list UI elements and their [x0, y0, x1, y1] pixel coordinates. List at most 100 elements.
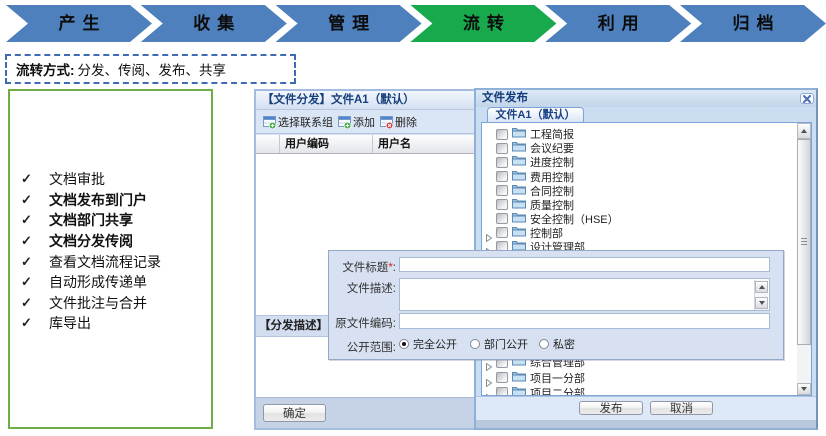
expand-arrow-icon[interactable]: [485, 358, 493, 372]
checkmark-icon: ✓: [21, 233, 32, 249]
tree-checkbox[interactable]: [496, 156, 508, 168]
radio-dot: [402, 342, 406, 346]
expand-spacer: [485, 158, 493, 166]
tree-item[interactable]: 进度控制: [482, 155, 792, 169]
file-description-textarea[interactable]: [399, 278, 770, 311]
tree-item[interactable]: 控制部: [482, 226, 792, 243]
process-step-shape-4[interactable]: [410, 5, 557, 42]
radio-label: 完全公开: [413, 339, 457, 351]
tree-item[interactable]: 项目一分部: [482, 370, 792, 388]
file-title-input[interactable]: [399, 257, 770, 272]
feature-item: ✓文档部门共享: [10, 210, 211, 231]
tree-item-label[interactable]: 项目一分部: [530, 372, 585, 385]
tree-item[interactable]: 费用控制: [482, 169, 792, 184]
expand-spacer: [485, 130, 493, 138]
textarea-scroll-up-button[interactable]: [755, 281, 768, 293]
scope-radio-2[interactable]: 部门公开: [470, 336, 528, 352]
delete-user-icon: [380, 115, 394, 129]
tree-checkbox[interactable]: [496, 372, 508, 384]
feature-text: 文档分发传阅: [49, 233, 133, 250]
tree-item[interactable]: 项目二分部: [482, 384, 792, 396]
checkmark-icon: ✓: [21, 294, 32, 310]
checkmark-icon: ✓: [21, 274, 32, 290]
tree-item-label[interactable]: 控制部: [530, 227, 563, 240]
folder-icon: [512, 182, 526, 200]
tree-checkbox[interactable]: [496, 227, 508, 239]
tree-item[interactable]: 会议纪要: [482, 141, 792, 155]
feature-text: 文档发布到门户: [49, 191, 147, 208]
scroll-up-button[interactable]: [797, 123, 811, 139]
scroll-thumb[interactable]: [797, 139, 811, 345]
confirm-button[interactable]: 确定: [263, 404, 326, 422]
radio-icon[interactable]: [470, 339, 480, 349]
process-step-label-5: 利用: [598, 13, 646, 33]
table-column-header[interactable]: [256, 135, 280, 153]
visibility-scope-label: 公开范围:: [329, 339, 396, 355]
tab-file-a1[interactable]: 文件A1（默认）: [487, 107, 584, 122]
publish-form-dialog: 文件标题*: 文件描述: 原文件编码: 公开范围: 完全公开 部门公开私密: [328, 250, 784, 360]
tree-item[interactable]: 安全控制（HSE）: [482, 212, 792, 226]
folder-icon: [512, 210, 526, 228]
scope-radio-3[interactable]: 私密: [539, 336, 575, 352]
tree-item-label[interactable]: 项目二分部: [530, 388, 585, 396]
process-step-shape-6[interactable]: [680, 5, 826, 42]
process-step-shape-1[interactable]: [6, 5, 152, 42]
tree-item[interactable]: 质量控制: [482, 198, 792, 212]
expand-arrow-icon[interactable]: [485, 229, 493, 243]
file-description-label-text: 文件描述: [346, 283, 393, 295]
feature-text: 文件批注与合并: [49, 294, 147, 311]
feature-item: ✓文档发布到门户: [10, 190, 211, 211]
add-button[interactable]: 添加: [338, 114, 375, 130]
feature-item: ✓ 文档分发传阅: [10, 231, 211, 252]
table-column-header[interactable]: 用户编码: [280, 135, 373, 153]
tree-checkbox[interactable]: [496, 128, 508, 140]
expand-spacer: [485, 187, 493, 195]
process-step-shape-3[interactable]: [275, 5, 422, 42]
tree-checkbox[interactable]: [496, 387, 508, 395]
tree-item-label[interactable]: 综合管理部: [530, 357, 585, 370]
expand-arrow-icon[interactable]: [485, 389, 493, 395]
delete-button[interactable]: 删除: [380, 114, 417, 130]
textarea-scroll-down-button[interactable]: [755, 297, 768, 309]
original-file-code-label: 原文件编码:: [329, 315, 396, 331]
arrow-up-icon: [758, 285, 765, 289]
tree-checkbox[interactable]: [496, 185, 508, 197]
tree-item[interactable]: 合同控制: [482, 182, 792, 200]
scope-radio-1[interactable]: 完全公开: [399, 336, 457, 352]
tree-item-label[interactable]: 质量控制: [530, 199, 574, 212]
close-button[interactable]: [800, 93, 814, 104]
process-step-shape-5[interactable]: [545, 5, 692, 42]
folder-icon: [512, 384, 526, 395]
radio-selected-icon[interactable]: [399, 339, 409, 349]
radio-icon[interactable]: [539, 339, 549, 349]
textarea-scrollbar[interactable]: [754, 280, 768, 310]
colon: :: [392, 318, 396, 330]
toolbar-button-label: 选择联系组: [278, 116, 333, 129]
tree-item-label[interactable]: 费用控制: [530, 171, 574, 184]
tree-item-label[interactable]: 会议纪要: [530, 143, 574, 156]
feature-item: ✓自动形成传递单: [10, 272, 211, 293]
tree-item-label[interactable]: 安全控制（HSE）: [530, 213, 619, 226]
tree-checkbox[interactable]: [496, 213, 508, 225]
folder-icon: [512, 238, 526, 256]
tree-checkbox[interactable]: [496, 142, 508, 154]
publish-button[interactable]: 发布: [579, 401, 643, 415]
original-file-code-input[interactable]: [399, 313, 770, 329]
tree-item-label[interactable]: 工程简报: [530, 129, 574, 142]
tree-checkbox[interactable]: [496, 199, 508, 211]
process-step-shape-2[interactable]: [140, 5, 287, 42]
file-title-label: 文件标题*:: [329, 259, 396, 275]
arrow-down-icon: [758, 301, 765, 305]
tree-checkbox[interactable]: [496, 170, 508, 182]
tree-scrollbar[interactable]: [797, 123, 811, 395]
scroll-down-button[interactable]: [797, 383, 811, 395]
tree-item-label[interactable]: 合同控制: [530, 185, 574, 198]
expand-arrow-icon[interactable]: [485, 374, 493, 388]
checkmark-icon: ✓: [21, 315, 32, 331]
process-step-label-1: 产生: [59, 13, 107, 33]
cancel-button[interactable]: 取消: [650, 401, 713, 415]
visibility-scope-radio-group: 完全公开 部门公开私密: [399, 336, 575, 352]
tree-item-label[interactable]: 进度控制: [530, 157, 574, 170]
select-contact-group-button[interactable]: 选择联系组: [263, 114, 333, 130]
tree-item[interactable]: 工程简报: [482, 127, 792, 141]
